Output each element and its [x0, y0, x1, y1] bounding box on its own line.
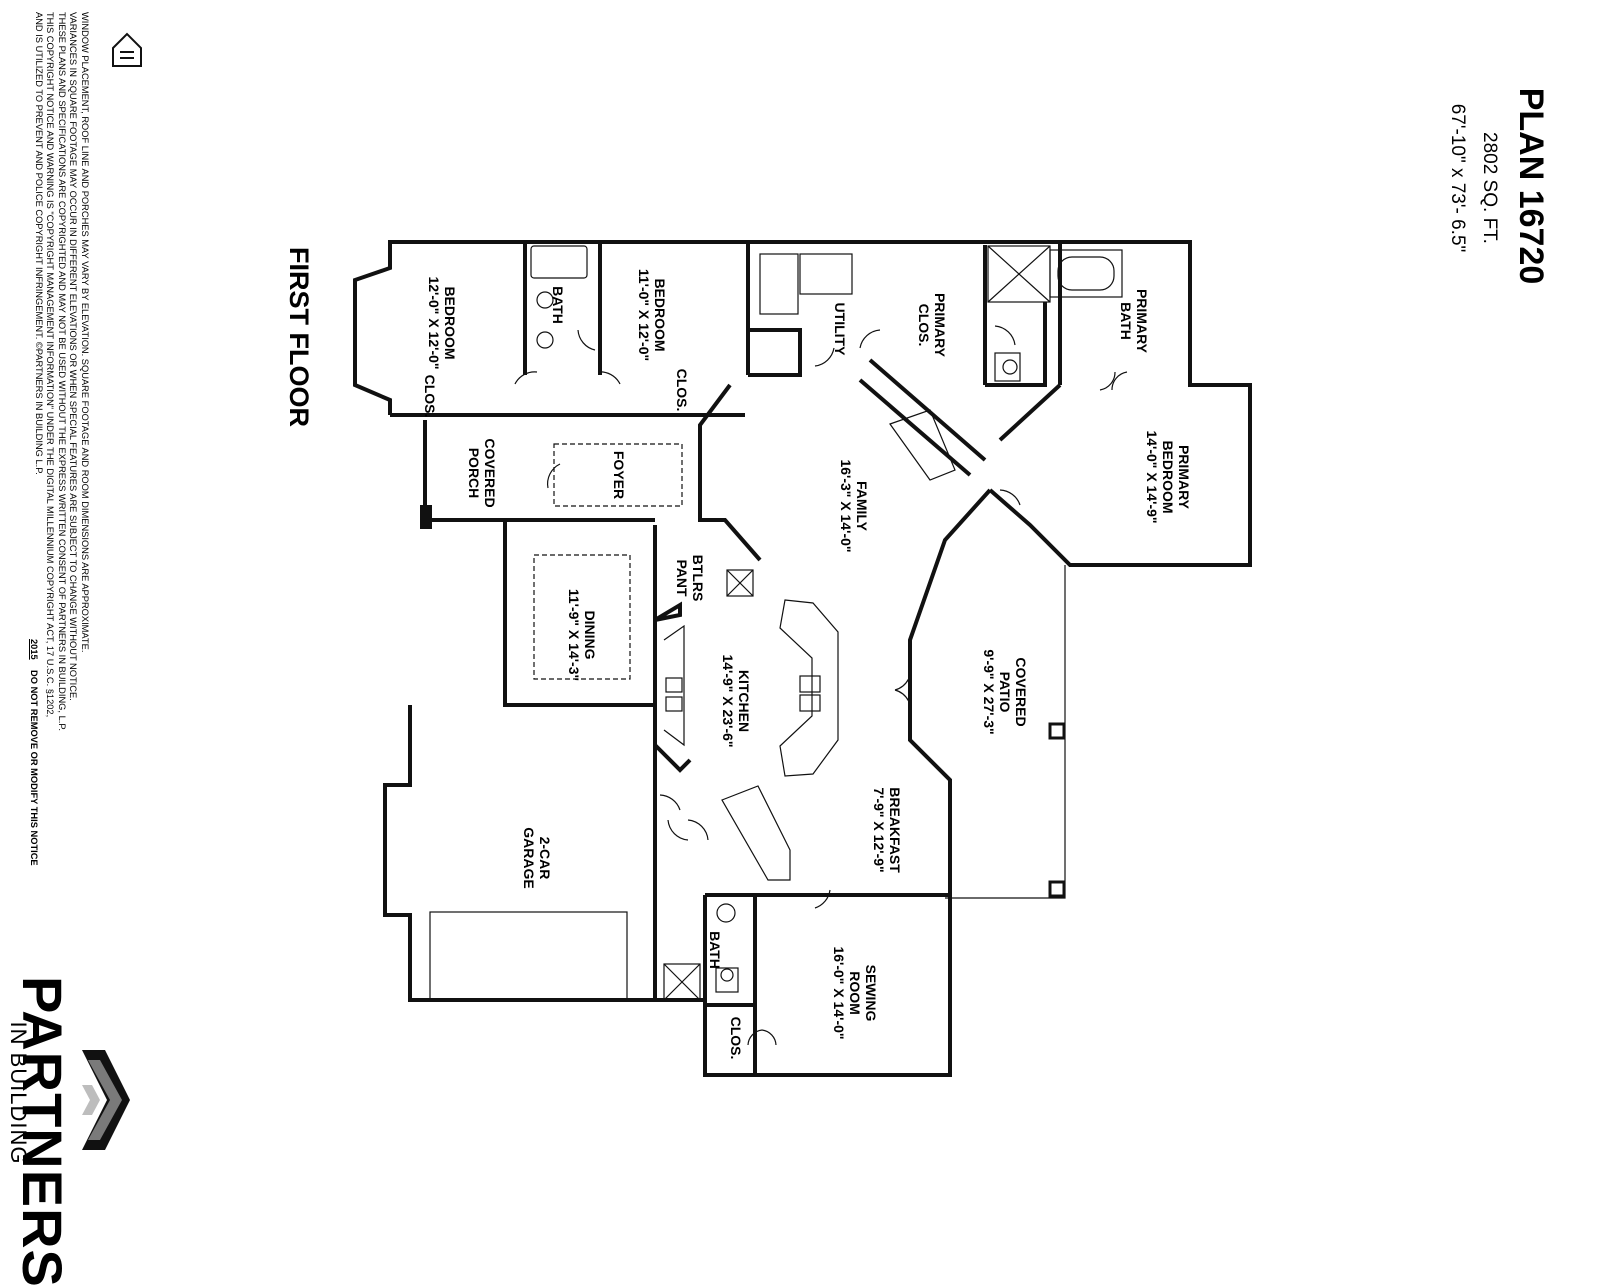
- kitchen-island: [779, 599, 839, 777]
- foyer-rug: [553, 443, 683, 507]
- wall-top-left: [353, 240, 750, 415]
- fireplace: [889, 409, 956, 481]
- utility-counter: [759, 253, 799, 315]
- plan-sqft: 2802 SQ. FT.: [1479, 132, 1500, 244]
- breakfast-built-in: [721, 785, 791, 881]
- utility-washer: [799, 253, 853, 295]
- room-label-clos-left: CLOS.: [422, 374, 438, 418]
- kitchen-counter: [663, 624, 685, 747]
- patio-outline: [945, 565, 1066, 899]
- bath-left-sink: [536, 331, 554, 349]
- bath-left-tub: [530, 245, 588, 279]
- primary-bath-tub: [1057, 256, 1115, 291]
- garage-door: [429, 911, 628, 1001]
- brand-chevron-icon: [82, 1050, 130, 1150]
- notice-line-1: WINDOW PLACEMENT, ROOF LINE AND PORCHES …: [80, 12, 90, 653]
- notice-line-3: THESE PLANS AND SPECIFICATIONS ARE COPYR…: [57, 12, 67, 731]
- wall-dining: [503, 520, 657, 707]
- thin-lines: [429, 245, 1128, 1046]
- bath-left-toilet: [536, 291, 554, 309]
- room-label-bath-lower: BATH: [707, 931, 723, 969]
- front-door-swing: [547, 463, 561, 489]
- primary-shower: [987, 245, 1051, 303]
- room-label-bath-left: BATH: [550, 286, 566, 324]
- dining-rug: [533, 554, 631, 680]
- room-label-foyer: FOYER: [611, 450, 627, 500]
- equal-housing-icon: [112, 32, 142, 67]
- stove-top: [665, 677, 683, 693]
- brand-tagline: IN BUILDING: [6, 1021, 31, 1165]
- patio-post-2: [1048, 880, 1066, 898]
- lower-bath-sink: [716, 903, 736, 923]
- primary-toilet: [994, 352, 1021, 382]
- porch-post: [420, 505, 432, 529]
- kitchen-sink: [799, 675, 821, 693]
- wall-patio: [908, 488, 992, 900]
- wall-family-left: [698, 383, 762, 562]
- wall-sewing: [703, 893, 952, 1077]
- room-label-utility: UTILITY: [832, 302, 848, 356]
- notice-line-2: VARIANCES IN SQUARE FOOTAGE MAY OCCUR IN…: [68, 12, 79, 701]
- lower-bath-toilet: [715, 967, 739, 993]
- notice-do-not-remove-text: DO NOT REMOVE OR MODIFY THIS NOTICE: [29, 670, 39, 866]
- wall-primary: [748, 240, 1252, 567]
- posts: [420, 505, 1066, 898]
- notice-line-4: THIS COPYRIGHT NOTICE AND WARNING IS "CO…: [45, 12, 56, 718]
- room-label-clos-mid: CLOS.: [674, 368, 690, 412]
- patio-post-1: [1048, 722, 1066, 740]
- notice-do-not-remove: 2015 DO NOT REMOVE OR MODIFY THIS NOTICE: [27, 639, 39, 939]
- wall-garage: [383, 705, 657, 1002]
- btlrs-pantry-cabinet: [726, 569, 754, 597]
- floor-label: FIRST FLOOR: [284, 247, 314, 427]
- exterior-walls: [353, 240, 1252, 1077]
- notice-year: 2015: [29, 639, 39, 660]
- plan-dimensions: 67'-10" x 73'- 6.5": [1447, 103, 1468, 253]
- room-label-clos-lower: CLOS.: [728, 1016, 744, 1060]
- plan-title: PLAN 16720: [1512, 87, 1550, 285]
